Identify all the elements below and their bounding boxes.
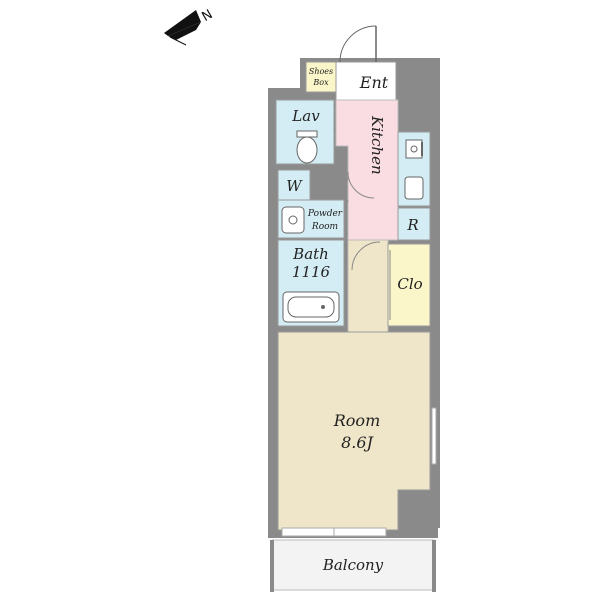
powder-room-door [344,177,349,203]
powder-room-label-2: Room [311,222,338,232]
room-label-1: Room [333,411,380,430]
closet-label: Clo [397,275,422,293]
room-label-2: 8.6J [341,433,374,452]
washbasin-icon [281,206,305,234]
balcony-label: Balcony [322,556,384,574]
kitchen-label: Kitchen [368,115,386,175]
compass-north-label: N [200,7,216,25]
refrigerator-label: R [406,216,418,234]
entrance-door [339,25,377,63]
powder-room-label-1: Powder [307,209,343,219]
hallway-floor [347,239,389,333]
lavatory-label: Lav [291,107,320,125]
shoes-box-label-2: Box [312,78,329,87]
room-floor [277,331,431,531]
toilet-icon [296,130,318,164]
sink-icon [404,176,424,200]
shoes-box-label-1: Shoes [309,67,333,76]
compass-arrow-tail-icon [168,22,201,40]
compass: N [164,7,216,46]
balcony-window [281,527,387,537]
bath-label-1: Bath [292,245,329,263]
compass-arrow-icon [164,10,201,36]
refrigerator-space [397,207,431,241]
kitchen-door-arc [347,171,375,199]
stove-icon [405,139,423,159]
bath-label-2: 1116 [292,263,331,281]
hall-door-arc [351,241,381,271]
bath-door [343,243,347,263]
shoes-box [305,61,337,93]
room-window [431,407,437,465]
washer-label: W [286,177,303,195]
entrance-floor [335,61,397,101]
bathtub-icon [282,291,340,323]
closet-floor [387,243,431,327]
entrance-label: Ent [359,73,389,92]
